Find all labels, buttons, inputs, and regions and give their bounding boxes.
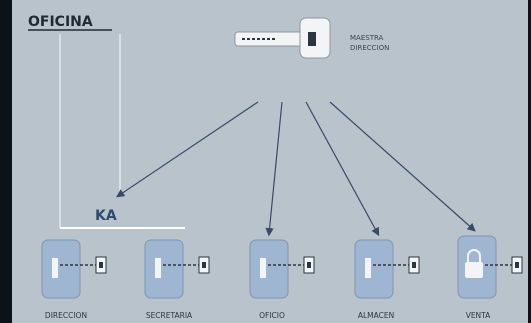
master-key-label-line1: MAESTRA: [350, 34, 384, 42]
door-oficio: [249, 239, 315, 299]
door-almacen: [354, 239, 420, 299]
arrow-to-direccion: [116, 101, 259, 198]
badge-ka: KA: [95, 208, 117, 224]
door-secretaria: [144, 239, 210, 299]
door-venta: [457, 235, 523, 299]
arrow-to-oficio: [265, 101, 283, 237]
door-label-oficio: OFICIO: [259, 311, 285, 320]
master-key-label-line2: DIRECCION: [350, 44, 389, 52]
door-label-venta: VENTA: [466, 311, 491, 320]
arrow-to-venta: [329, 101, 476, 232]
door-label-direccion: DIRECCION: [45, 311, 87, 320]
door-direccion: [41, 239, 107, 299]
door-label-almacen: ALMACEN: [358, 311, 394, 320]
diagram-title: OFICINA: [28, 14, 93, 30]
arrow-to-almacen: [305, 101, 380, 237]
master-key-icon: [234, 17, 331, 59]
door-label-secretaria: SECRETARIA: [146, 311, 193, 320]
